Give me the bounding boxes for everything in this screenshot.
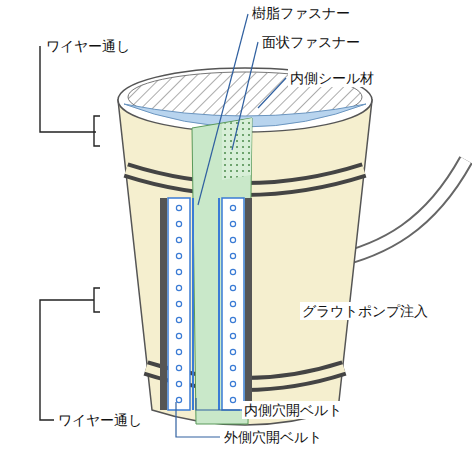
leader-line (198, 14, 248, 205)
resin-fastener-right (218, 198, 220, 410)
resin-fastener-left (192, 198, 194, 410)
part-label: 内側穴開ベルト (242, 401, 344, 419)
outer-belt-right (245, 198, 252, 410)
inner-belt-left (168, 198, 190, 410)
leader-line (232, 42, 258, 150)
jacket-body (118, 100, 372, 425)
wire-bracket-top (40, 46, 100, 146)
leader-line (176, 402, 220, 437)
part-label: ワイヤー通し (44, 37, 132, 55)
part-label: 内側シール材 (288, 69, 376, 87)
inner-belt-right (222, 198, 244, 410)
leader-line (196, 398, 240, 410)
wire-bracket-bottom (40, 288, 100, 420)
part-label: ワイヤー通し (56, 411, 144, 429)
outer-belt-left (160, 198, 167, 410)
part-label: 外側穴開ベルト (222, 428, 324, 446)
planar-fastener-panel (192, 118, 252, 424)
part-label: 面状ファスナー (260, 33, 362, 51)
leader-line (258, 78, 286, 108)
part-label: グラウトポンプ注入 (300, 302, 430, 320)
part-label: 樹脂ファスナー (250, 4, 352, 22)
